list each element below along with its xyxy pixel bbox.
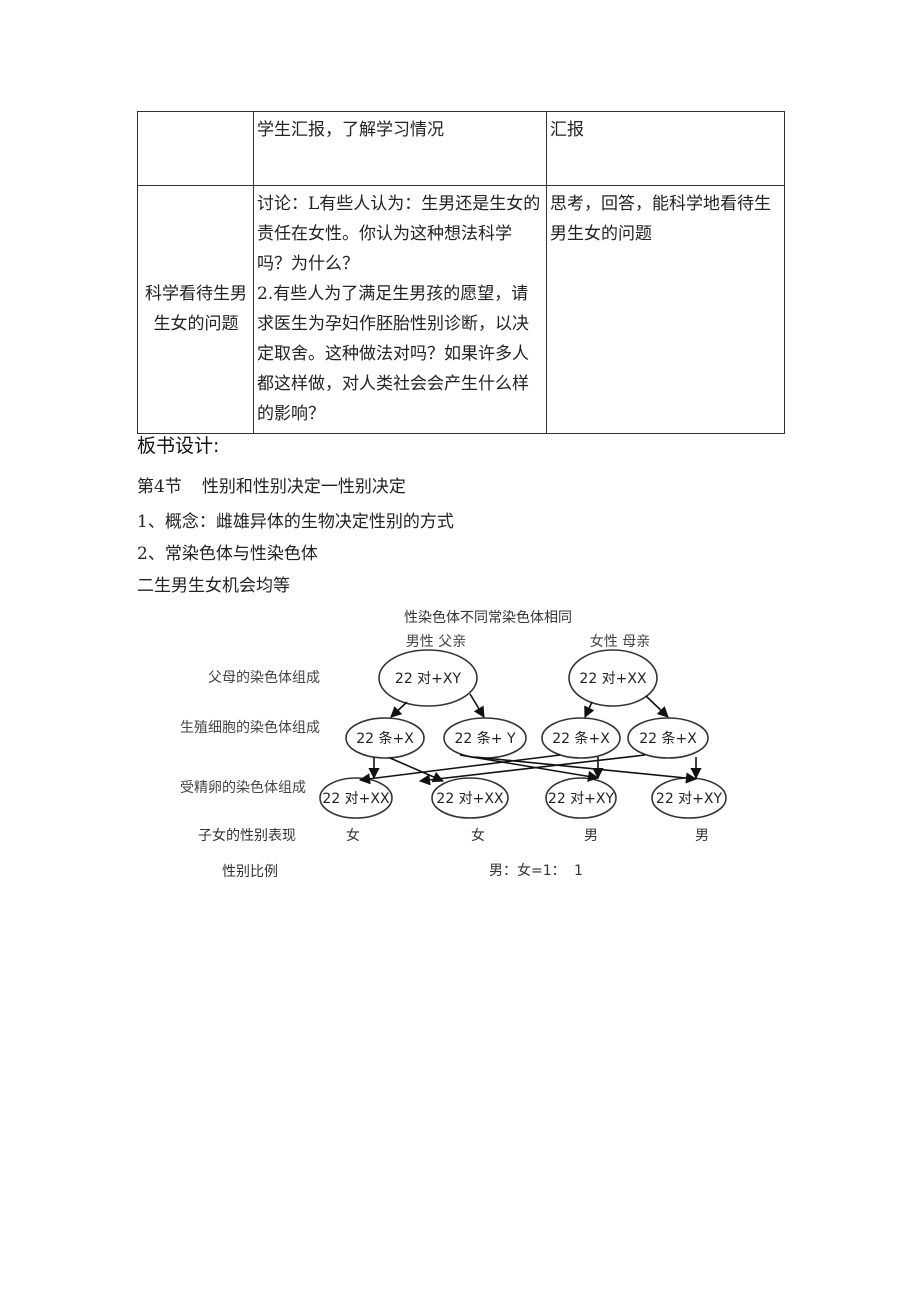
offspring-sex: 男 bbox=[695, 828, 709, 844]
zygote-label: 22 对+XY bbox=[656, 791, 723, 807]
section-title: 性别和性别决定一性别决定 bbox=[201, 477, 406, 497]
row-label-gametes: 生殖细胞的染色体组成 bbox=[180, 719, 320, 736]
sex-determination-diagram: 性染色体不同常染色体相同 男性 父亲 女性 母亲 父母的染色体组成 生殖细胞的染… bbox=[160, 600, 760, 900]
table-row: 科学看待生男生女的问题 讨论：L有些人认为：生男还是生女的责任在女性。你认为这种… bbox=[137, 185, 785, 434]
offspring-sex: 女 bbox=[346, 827, 360, 844]
zygote-cell: 22 对+XY bbox=[545, 777, 617, 819]
table-cell-topic bbox=[137, 111, 254, 186]
gamete-cell: 22 条+X bbox=[345, 717, 425, 759]
zygote-cell: 22 对+XY bbox=[651, 777, 727, 819]
board-design-heading: 板书设计: bbox=[137, 435, 220, 457]
lesson-plan-table: 学生汇报，了解学习情况 汇报 科学看待生男生女的问题 讨论：L有些人认为：生男还… bbox=[137, 111, 785, 434]
zygote-cell: 22 对+XX bbox=[319, 777, 393, 819]
zygote-label: 22 对+XY bbox=[548, 791, 615, 807]
mother-cell-label: 22 对+XX bbox=[579, 671, 647, 687]
ratio-text: 男：女=1： bbox=[489, 862, 566, 879]
board-item-concept: 1、概念：雌雄异体的生物决定性别的方式 bbox=[137, 512, 454, 532]
gamete-cell: 22 条+X bbox=[627, 717, 709, 759]
gamete-label: 22 条+X bbox=[639, 730, 697, 747]
father-cell-label: 22 对+XY bbox=[395, 671, 462, 687]
gamete-cell: 22 条+X bbox=[541, 717, 621, 759]
zygote-cell: 22 对+XX bbox=[431, 777, 509, 819]
mother-cell: 22 对+XX bbox=[568, 649, 658, 707]
gamete-cell: 22 条+ Y bbox=[443, 717, 527, 759]
row-label-parents: 父母的染色体组成 bbox=[208, 669, 320, 686]
ratio-value: 1 bbox=[574, 863, 583, 879]
offspring-sex: 女 bbox=[471, 827, 485, 844]
mother-label: 女性 母亲 bbox=[590, 633, 650, 650]
section-title-line: 第4节性别和性别决定一性别决定 bbox=[137, 472, 406, 497]
father-label: 男性 父亲 bbox=[406, 634, 466, 650]
father-cell: 22 对+XY bbox=[378, 649, 478, 707]
board-item-equal-chance: 二生男生女机会均等 bbox=[137, 576, 290, 596]
row-label-zygotes: 受精卵的染色体组成 bbox=[180, 779, 306, 796]
table-row: 学生汇报，了解学习情况 汇报 bbox=[137, 111, 785, 186]
table-cell-teacher-activity: 学生汇报，了解学习情况 bbox=[253, 111, 547, 186]
section-number: 第4节 bbox=[137, 477, 182, 497]
diagram-caption: 性染色体不同常染色体相同 bbox=[404, 609, 572, 626]
diagram-canvas: 性染色体不同常染色体相同 男性 父亲 女性 母亲 父母的染色体组成 生殖细胞的染… bbox=[180, 609, 727, 880]
row-label-offspring: 子女的性别表现 bbox=[198, 827, 296, 844]
gamete-label: 22 条+X bbox=[356, 730, 414, 747]
gamete-label: 22 条+X bbox=[552, 730, 610, 747]
table-cell-topic: 科学看待生男生女的问题 bbox=[137, 185, 254, 434]
board-item-chromosomes: 2、常染色体与性染色体 bbox=[137, 544, 318, 564]
zygote-label: 22 对+XX bbox=[322, 791, 390, 807]
zygote-label: 22 对+XX bbox=[436, 791, 504, 807]
table-cell-student-activity: 思考，回答，能科学地看待生男生女的问题 bbox=[546, 185, 785, 434]
gamete-label: 22 条+ Y bbox=[455, 730, 516, 747]
table-cell-student-activity: 汇报 bbox=[546, 111, 785, 186]
offspring-sex: 男 bbox=[584, 828, 598, 844]
table-cell-teacher-activity: 讨论：L有些人认为：生男还是生女的责任在女性。你认为这种想法科学吗？为什么？ 2… bbox=[253, 185, 547, 434]
row-label-ratio: 性别比例 bbox=[222, 864, 278, 880]
inheritance-arrows bbox=[358, 693, 702, 786]
